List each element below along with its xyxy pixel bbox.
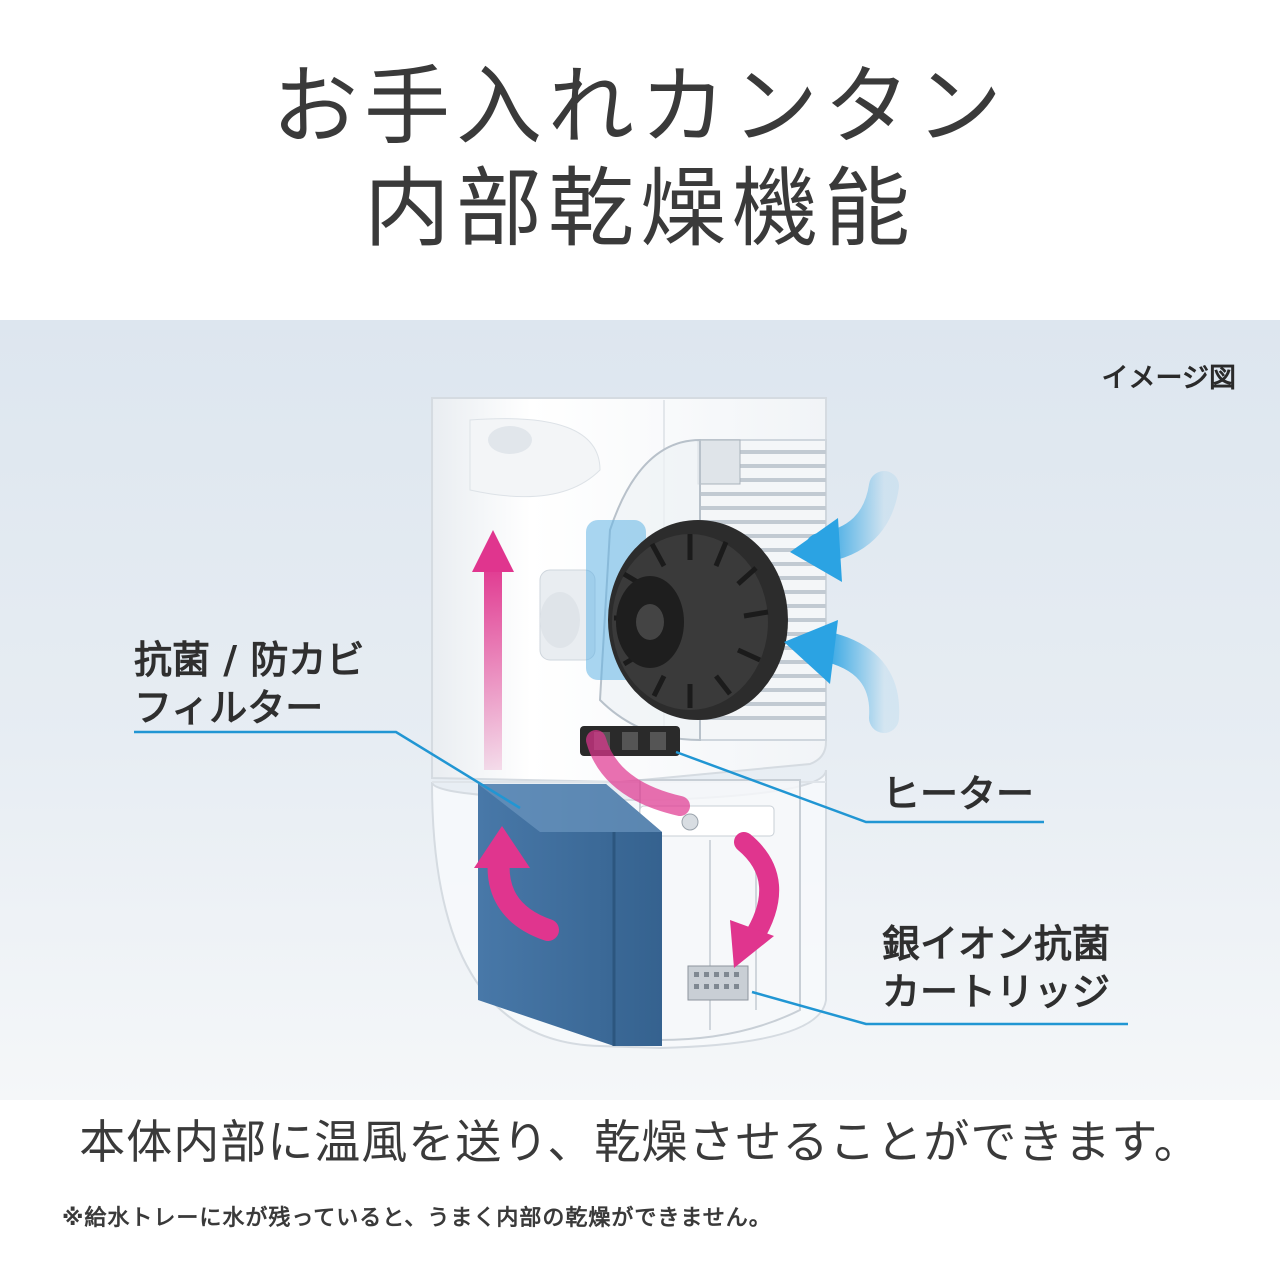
blower-fan — [608, 520, 788, 720]
title-line-1: お手入れカンタン — [272, 57, 1008, 157]
callout-filter: 抗菌 / 防カビ フィルター — [134, 636, 364, 732]
callout-heater-line-1: ヒーター — [882, 772, 1035, 816]
heater-leader-line — [675, 750, 1044, 824]
footnote: ※給水トレーに水が残っていると、うまく内部の乾燥ができません。 — [62, 1206, 772, 1231]
feature-description: 本体内部に温風を送り、乾燥させることができます。 — [79, 1115, 1201, 1169]
callout-cartridge-line-1: 銀イオン抗菌 — [882, 922, 1111, 966]
callout-cartridge: 銀イオン抗菌 カートリッジ — [882, 920, 1110, 1016]
cartridge-leader-line — [751, 990, 1128, 1026]
filter-leader-line — [134, 730, 521, 810]
warm-air-arrows — [472, 530, 780, 968]
intake-air-arrows — [784, 471, 900, 733]
image-illustration-label: イメージ図 — [1101, 363, 1236, 394]
leader-lines — [134, 730, 1128, 1026]
callout-filter-line-1: 抗菌 / 防カビ — [134, 638, 365, 682]
silver-ion-cartridge — [687, 965, 749, 1001]
callout-filter-line-2: フィルター — [134, 686, 324, 730]
antibacterial-filter — [478, 784, 662, 1046]
callout-cartridge-line-2: カートリッジ — [882, 970, 1111, 1014]
title-line-2: 内部乾燥機能 — [364, 159, 916, 259]
callout-heater: ヒーター — [882, 770, 1034, 818]
